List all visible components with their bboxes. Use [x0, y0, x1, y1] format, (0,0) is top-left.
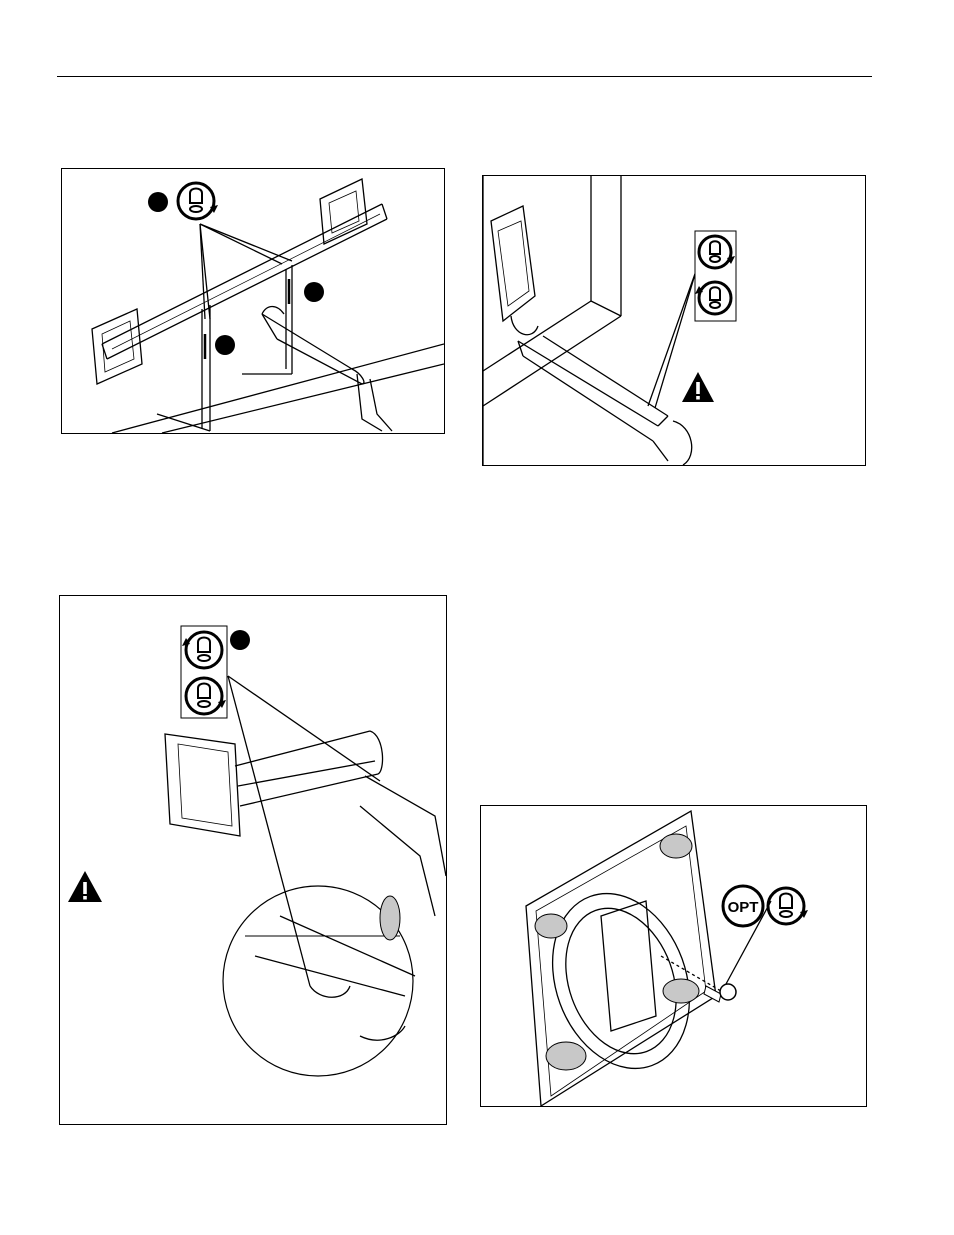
warning-triangle-icon	[68, 871, 102, 902]
arm-tension-adjust-illustration	[60, 596, 446, 1124]
vesa-plate-illustration: OPT	[481, 806, 866, 1106]
svg-text:OPT: OPT	[728, 899, 759, 916]
figure-dual-monitor-bar	[61, 168, 445, 434]
step-bullet-3	[215, 335, 235, 355]
figure-arm-against-wall	[482, 175, 866, 466]
figure-vesa-plate: OPT	[480, 805, 867, 1107]
mounting-screw	[704, 984, 736, 1002]
clockwise-screwdriver-icon	[178, 183, 218, 219]
warning-triangle-icon	[682, 372, 714, 402]
figure-arm-tension-adjust	[59, 595, 447, 1125]
header-rule	[57, 76, 872, 77]
clockwise-screwdriver-icon	[768, 888, 808, 924]
opt-badge: OPT	[723, 886, 763, 926]
step-bullet-2	[304, 282, 324, 302]
dual-monitor-bar-illustration	[62, 169, 444, 433]
arm-against-wall-illustration	[483, 176, 865, 465]
step-bullet-1	[148, 192, 168, 212]
step-bullet-4	[230, 630, 250, 650]
